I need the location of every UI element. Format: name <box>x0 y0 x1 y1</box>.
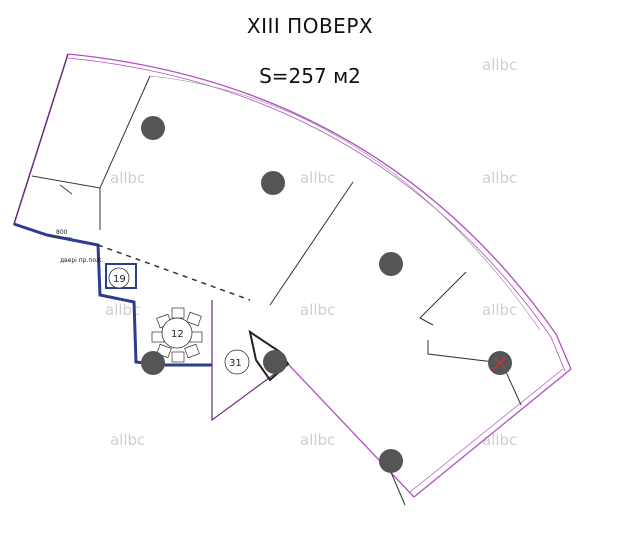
column <box>261 171 285 195</box>
watermark: allbc <box>300 431 335 449</box>
door-label: двері пр.пож. <box>60 257 103 264</box>
watermark-group: allbc allbc allbc allbc allbc allbc allb… <box>105 56 517 449</box>
east-wall <box>413 368 572 498</box>
watermark: allbc <box>482 56 517 74</box>
column <box>141 351 165 375</box>
watermark: allbc <box>110 169 145 187</box>
watermark: allbc <box>110 431 145 449</box>
room-number-31: 31 <box>229 358 242 369</box>
east-wall-inner <box>409 368 564 493</box>
column-mark <box>493 356 507 370</box>
watermark: allbc <box>482 169 517 187</box>
column <box>379 252 403 276</box>
watermark: allbc <box>300 169 335 187</box>
corridor-dashed-line <box>97 244 251 301</box>
room-31-walls <box>211 300 289 422</box>
south-wall <box>287 363 415 498</box>
facade-inner-line <box>67 57 566 372</box>
column <box>379 449 403 473</box>
floor-title: XIII ПОВЕРХ <box>246 14 374 38</box>
column <box>141 116 165 140</box>
dimension-label: 800 <box>56 229 68 236</box>
room-19-marker <box>108 267 130 289</box>
watermark: allbc <box>482 431 517 449</box>
facade-outer-line <box>67 53 572 370</box>
partition-wall <box>419 271 522 406</box>
column <box>263 350 287 374</box>
door-swing <box>59 184 73 195</box>
room-number-12: 12 <box>171 329 184 340</box>
room-number-19: 19 <box>113 274 126 285</box>
watermark: allbc <box>105 301 140 319</box>
facade-thin-line <box>149 75 541 331</box>
watermark: allbc <box>482 301 517 319</box>
watermark: allbc <box>300 301 335 319</box>
meeting-table <box>151 307 203 363</box>
area-label: S=257 м2 <box>259 64 361 88</box>
partition-wall <box>389 469 406 506</box>
room-31-marker <box>224 349 250 375</box>
dimension-line <box>49 235 73 239</box>
west-wall <box>13 53 69 236</box>
partition-wall <box>269 181 354 306</box>
